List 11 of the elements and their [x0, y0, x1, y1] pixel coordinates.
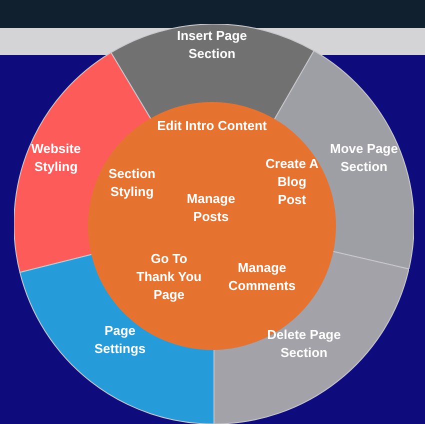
menu-label: Page Settings — [93, 322, 147, 358]
menu-label: Website Styling — [30, 140, 82, 176]
menu-item: Go To Thank You Page — [134, 250, 204, 304]
menu-item: Manage Posts — [176, 190, 246, 226]
menu-item: Section Styling — [97, 165, 167, 201]
menu-item: Edit Intro Content — [147, 117, 277, 135]
menu-item: Create A Blog Post — [262, 155, 322, 209]
menu-item: Manage Comments — [222, 259, 302, 295]
menu-label: Delete Page Section — [266, 326, 342, 362]
menu-label: Move Page Section — [329, 140, 399, 176]
menu-label: Insert Page Section — [176, 27, 248, 63]
